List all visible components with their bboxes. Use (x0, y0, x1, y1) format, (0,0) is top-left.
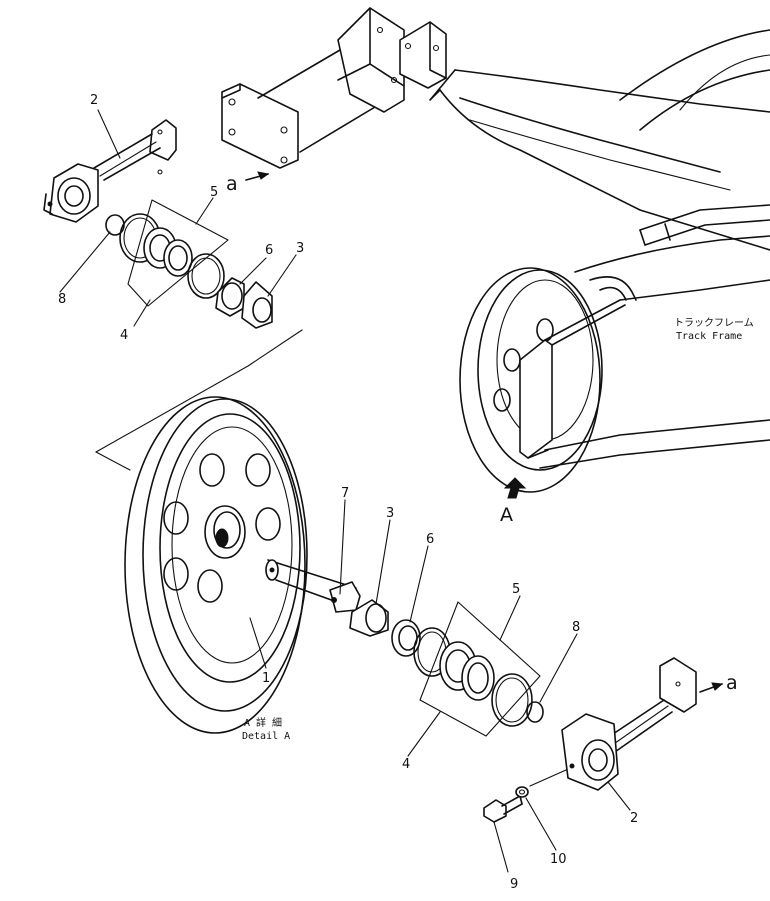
idler-in-frame (459, 267, 637, 493)
label-part-3-top: 3 (296, 241, 304, 256)
label-part-6-top: 6 (265, 243, 273, 258)
label-part-10: 10 (550, 852, 567, 867)
label-part-1: 1 (262, 671, 270, 686)
section-marker-top: a (226, 171, 270, 195)
section-marker-right: a (699, 672, 738, 694)
label-a-right: a (726, 672, 738, 694)
collar-6-bottom (391, 619, 421, 657)
label-part-2-bottom: 2 (630, 811, 638, 826)
bolt-9 (483, 795, 523, 823)
o-ring-8-bottom (526, 701, 544, 723)
label-part-4-bottom: 4 (402, 757, 410, 772)
seal-group-bottom (413, 601, 541, 737)
bushing-3-bottom (349, 599, 389, 637)
label-view-a: A (500, 504, 513, 526)
detail-jp: A 詳 細 (244, 716, 282, 729)
detail-en: Detail A (242, 731, 290, 742)
axle-tube-assembly (221, 7, 447, 169)
track-frame-label: トラックフレーム Track Frame (674, 317, 754, 342)
label-part-5-bottom: 5 (512, 582, 520, 597)
view-arrow-a: A (500, 477, 527, 526)
label-part-4-top: 4 (120, 328, 128, 343)
label-part-8-top: 8 (58, 292, 66, 307)
label-part-5-top: 5 (210, 185, 218, 200)
track-frame-body (429, 29, 770, 469)
label-a-top: a (226, 173, 238, 195)
label-part-7: 7 (341, 486, 349, 501)
track-frame-en: Track Frame (676, 331, 742, 342)
washer-10 (515, 769, 567, 798)
label-part-3-bottom: 3 (386, 506, 394, 521)
leader-lines (59, 109, 631, 873)
part-numbers: 2 5 6 3 8 4 7 3 6 5 8 1 4 2 10 9 (58, 93, 638, 892)
label-part-9: 9 (510, 877, 518, 892)
collar-bushing-top (215, 277, 273, 329)
track-frame-jp: トラックフレーム (674, 317, 754, 329)
label-part-2-top: 2 (90, 93, 98, 108)
detail-caption: A 詳 細 Detail A (242, 716, 290, 742)
label-part-6-bottom: 6 (426, 532, 434, 547)
bracket-bottom (561, 657, 697, 791)
bracket-top (43, 119, 177, 223)
label-part-8-bottom: 8 (572, 620, 580, 635)
shaft-7 (265, 559, 361, 613)
seal-group-top (119, 199, 229, 307)
main-idler-wheel (95, 329, 308, 734)
